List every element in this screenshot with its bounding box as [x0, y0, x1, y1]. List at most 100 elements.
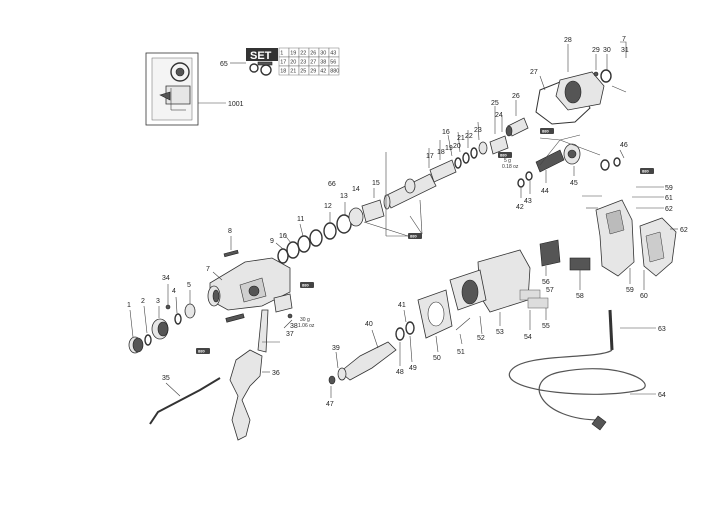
- set-grid-value: 21: [290, 69, 296, 75]
- set-grid-value: 43: [330, 51, 336, 57]
- set-grid-value: 27: [310, 60, 316, 66]
- callout-label: 51: [457, 349, 465, 356]
- grease-tag: 880: [540, 128, 554, 134]
- callout-label: 22: [465, 133, 473, 140]
- set-grid-value: 22: [300, 51, 306, 57]
- callout-label: 45: [570, 180, 578, 187]
- grease-tag: 880: [640, 168, 654, 174]
- set-grid-value: 18: [280, 69, 286, 75]
- callout-label: 27: [530, 69, 538, 76]
- ring-stack: [275, 188, 385, 264]
- set-grid-value: 20: [290, 60, 296, 66]
- set-grid-value: 29: [310, 69, 316, 75]
- callout-label: 36: [272, 370, 280, 377]
- handle-housing: [569, 186, 678, 290]
- callout-label: 23: [474, 127, 482, 134]
- callout-label: 60: [640, 293, 648, 300]
- svg-text:880: 880: [410, 234, 417, 239]
- set-grid-value: 30: [320, 51, 326, 57]
- callout-label: 57: [546, 287, 554, 294]
- chuck-parts-group: [128, 284, 196, 354]
- svg-text:880: 880: [542, 129, 549, 134]
- set-grid-value: 26: [310, 51, 316, 57]
- callout-label: 19: [445, 145, 453, 152]
- grease-note-b-line2: 0.18 oz: [502, 164, 519, 170]
- callout-label: 10: [279, 233, 287, 240]
- callout-label: 61: [665, 195, 673, 202]
- grease-note-a-line2: 1.06 oz: [298, 323, 315, 329]
- callout-label: 43: [524, 198, 532, 205]
- callout-label: 12: [324, 203, 332, 210]
- callout-label: 47: [326, 401, 334, 408]
- callout-label: 52: [477, 335, 485, 342]
- callout-label: 17: [426, 153, 434, 160]
- grease-tag: 880: [408, 233, 422, 239]
- set-grid-value: 56: [330, 60, 336, 66]
- callout-label: 62: [680, 227, 688, 234]
- callout-label: 8: [228, 228, 232, 235]
- motor-housing-top: [535, 41, 627, 125]
- grease-tags: 880 880 880 880 880 880: [196, 128, 654, 354]
- grease-tag: 880: [300, 282, 314, 288]
- callout-label: 3: [156, 298, 160, 305]
- callout-label: 1001: [228, 101, 244, 108]
- callout-label: 21: [457, 135, 465, 142]
- callout-label: 30: [603, 47, 611, 54]
- callout-label: 37: [286, 331, 294, 338]
- callout-label: 63: [658, 326, 666, 333]
- set-grid-value: 42: [320, 69, 326, 75]
- callout-label: 14: [352, 186, 360, 193]
- gear-train: [517, 134, 625, 198]
- callout-label: 49: [409, 365, 417, 372]
- inset-detail-1001: [145, 52, 226, 126]
- callout-label: 58: [576, 293, 584, 300]
- callout-label: 4: [172, 288, 176, 295]
- svg-text:880: 880: [198, 349, 205, 354]
- callout-label: 53: [496, 329, 504, 336]
- callout-label: 11: [297, 216, 304, 223]
- callout-label: 18: [437, 149, 445, 156]
- set-grid-value: 880: [330, 69, 339, 75]
- callout-label: 44: [541, 188, 549, 195]
- set-grid-value: 19: [290, 51, 296, 57]
- svg-text:880: 880: [642, 169, 649, 174]
- callout-label: 26: [512, 93, 520, 100]
- grease-tag: 880: [498, 152, 512, 158]
- callout-label: 15: [372, 180, 380, 187]
- callout-label: 40: [365, 321, 373, 328]
- grease-note-b-line1: 5 g: [504, 158, 511, 164]
- callout-label: 59: [626, 287, 634, 294]
- callout-label: 25: [491, 100, 499, 107]
- callout-label: 46: [620, 142, 628, 149]
- grease-tag: 880: [196, 348, 210, 354]
- callout-label: 66: [328, 181, 336, 188]
- callout-label: 50: [433, 355, 441, 362]
- callout-label: 65: [220, 61, 228, 68]
- callout-label: 5: [187, 282, 191, 289]
- set-grid-value: 1: [280, 51, 283, 57]
- callout-label: 59: [665, 185, 673, 192]
- set-grid-value: 38: [320, 60, 326, 66]
- callout-label: 34: [162, 275, 170, 282]
- callout-label: 7: [622, 36, 626, 43]
- callout-label: 7: [206, 266, 210, 273]
- callout-label: 13: [340, 193, 348, 200]
- grease-note-a-line1: 30 g: [300, 317, 310, 323]
- callout-label: 20: [453, 143, 461, 150]
- power-cable: [508, 309, 656, 431]
- accessories-group: [149, 293, 293, 441]
- callout-label: 42: [516, 204, 524, 211]
- set-grid-cell: [328, 65, 340, 76]
- callout-label: 2: [141, 298, 145, 305]
- tag-leader-lines: [363, 152, 423, 237]
- callout-label: 48: [396, 369, 404, 376]
- callout-label: 29: [592, 47, 600, 54]
- svg-text:880: 880: [500, 153, 507, 158]
- svg-text:880: 880: [302, 283, 309, 288]
- callout-label: 9: [270, 238, 274, 245]
- callout-labels: 1 2 3 4 5 7 8 9 10 11 12 13 14 15 16 17 …: [127, 36, 688, 408]
- striker-assembly: [383, 100, 529, 210]
